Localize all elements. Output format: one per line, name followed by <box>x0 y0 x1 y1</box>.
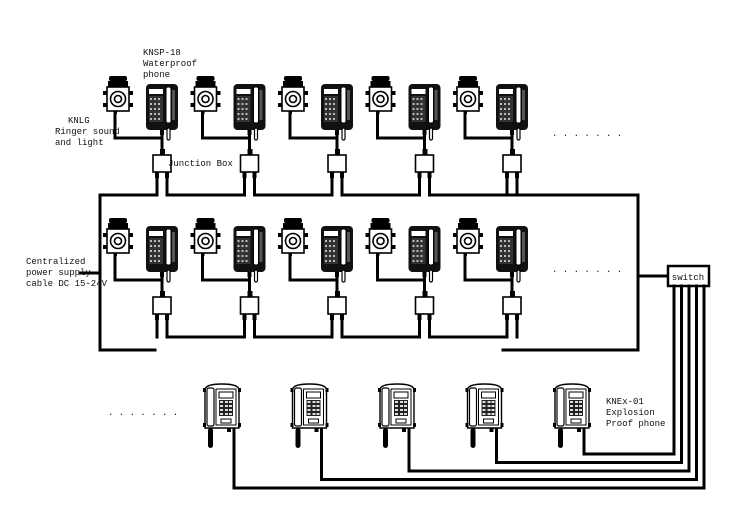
ringer-light-icon <box>102 217 134 257</box>
ellipsis-upper: . . . . . . . <box>552 129 622 139</box>
ringer-light-icon <box>189 75 222 115</box>
power-label-3: cable DC 15-24V <box>26 279 108 289</box>
ex-phone-unit <box>377 284 691 473</box>
ringer-light-icon <box>364 75 397 115</box>
junction-box-icon <box>414 290 435 321</box>
ellipsis-lower: . . . . . . . <box>108 408 178 418</box>
device-unit <box>102 217 246 339</box>
waterproof-phone-icon <box>320 83 354 141</box>
ex-desc-label-2: Proof phone <box>606 419 665 429</box>
ringer-light-icon <box>452 217 484 257</box>
labels: KNSP-18 Waterproof phone KNLG Ringer sou… <box>26 48 665 429</box>
ringer-desc-label-1: Ringer sound <box>55 127 120 137</box>
switch: switch <box>666 264 711 288</box>
junction-box-icon <box>152 290 172 321</box>
ellipsis-middle: . . . . . . . <box>552 265 622 275</box>
ex-phone-unit <box>289 284 698 481</box>
power-label-2: power supply <box>26 268 91 278</box>
device-unit <box>364 75 509 197</box>
device-unit <box>452 75 529 197</box>
junction-box-icon <box>502 290 522 321</box>
ex-phone-cable <box>582 284 676 456</box>
lower-row <box>202 284 706 490</box>
upper-row <box>102 75 529 197</box>
junction-box-icon <box>327 148 347 179</box>
waterproof-phone-icon <box>232 83 267 141</box>
waterproof-phone-icon <box>145 225 179 283</box>
ex-model-label: KNEx-01 <box>606 397 644 407</box>
junction-box-icon <box>327 290 347 321</box>
waterproof-phone-icon <box>145 83 179 141</box>
waterproof-phone-icon <box>320 225 354 283</box>
waterproof-phone-icon <box>495 225 529 283</box>
junction-box-icon <box>239 148 260 179</box>
main-bus <box>78 193 670 352</box>
ringer-desc-label-2: and light <box>55 138 104 148</box>
ex-phone-cable <box>495 284 683 464</box>
ex-phone-cable <box>232 284 706 490</box>
ringer-light-icon <box>452 75 484 115</box>
ringer-light-icon <box>102 75 134 115</box>
waterproof-phone-icon <box>407 225 442 283</box>
phone-desc-label-2: phone <box>143 70 170 80</box>
waterproof-phone-icon <box>407 83 442 141</box>
device-unit <box>189 75 334 197</box>
device-unit <box>189 217 334 339</box>
ex-desc-label-1: Explosion <box>606 408 655 418</box>
junction-box-icon <box>414 148 435 179</box>
ringer-light-icon <box>189 217 222 257</box>
phone-model-label: KNSP-18 <box>143 48 181 58</box>
device-unit <box>277 75 421 197</box>
middle-row <box>102 217 529 339</box>
ex-phone-unit <box>202 284 706 490</box>
ex-phone-unit <box>552 284 676 456</box>
device-unit <box>364 217 509 339</box>
ringer-light-icon <box>277 75 309 115</box>
junction-box-label: Junction Box <box>168 159 233 169</box>
ex-phone-unit <box>464 284 683 464</box>
ex-phone-cable <box>320 284 698 481</box>
ringer-light-icon <box>364 217 397 257</box>
phone-desc-label-1: Waterproof <box>143 59 197 69</box>
switch-label: switch <box>672 273 704 283</box>
device-unit <box>452 217 529 339</box>
junction-box-icon <box>502 148 522 179</box>
ringer-model-label: KNLG <box>68 116 90 126</box>
device-unit <box>277 217 421 339</box>
power-label-1: Centralized <box>26 257 85 267</box>
waterproof-phone-icon <box>232 225 267 283</box>
junction-box-icon <box>239 290 260 321</box>
device-unit <box>102 75 246 197</box>
ringer-light-icon <box>277 217 309 257</box>
ex-phone-cable <box>407 284 691 473</box>
waterproof-phone-icon <box>495 83 529 141</box>
